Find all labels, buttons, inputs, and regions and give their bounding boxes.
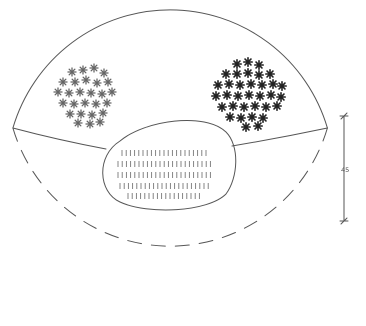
star-mark bbox=[90, 64, 98, 72]
star-mark bbox=[240, 103, 248, 111]
star-mark bbox=[278, 82, 286, 90]
star-mark bbox=[103, 99, 111, 107]
star-mark bbox=[93, 79, 101, 87]
star-mark bbox=[258, 81, 266, 89]
star-mark bbox=[223, 91, 231, 99]
star-mark bbox=[74, 119, 82, 127]
star-mark bbox=[59, 78, 67, 86]
star-mark bbox=[104, 78, 112, 86]
star-mark bbox=[226, 113, 234, 121]
star-mark bbox=[76, 88, 84, 96]
star-mark bbox=[242, 123, 250, 131]
star-mark bbox=[66, 110, 74, 118]
star-mark bbox=[98, 90, 106, 98]
star-mark bbox=[245, 91, 253, 99]
star-mark bbox=[269, 80, 277, 88]
star-mark bbox=[234, 92, 242, 100]
star-mark bbox=[237, 114, 245, 122]
star-mark bbox=[247, 80, 255, 88]
star-mark bbox=[100, 69, 108, 77]
star-mark bbox=[277, 93, 285, 101]
star-mark bbox=[267, 91, 275, 99]
star-mark bbox=[70, 100, 78, 108]
star-mark bbox=[71, 78, 79, 86]
outer-circle-upper-arc bbox=[13, 10, 328, 128]
star-mark bbox=[266, 70, 274, 78]
left-star-cluster bbox=[54, 64, 116, 128]
star-mark bbox=[79, 66, 87, 74]
star-mark bbox=[255, 61, 263, 69]
horizontal-division-line bbox=[13, 128, 106, 149]
star-mark bbox=[88, 111, 96, 119]
star-mark bbox=[229, 102, 237, 110]
star-mark bbox=[81, 99, 89, 107]
star-mark bbox=[233, 60, 241, 68]
star-mark bbox=[214, 81, 222, 89]
star-mark bbox=[65, 89, 73, 97]
star-mark bbox=[68, 68, 76, 76]
central-dash-pattern bbox=[118, 150, 210, 199]
star-mark bbox=[212, 92, 220, 100]
star-mark bbox=[54, 88, 62, 96]
star-mark bbox=[92, 100, 100, 108]
star-mark bbox=[59, 99, 67, 107]
star-mark bbox=[255, 71, 263, 79]
right-star-cluster bbox=[212, 58, 286, 131]
star-mark bbox=[108, 88, 116, 96]
dimension-marker: 45 bbox=[340, 113, 349, 224]
star-mark bbox=[96, 118, 104, 126]
star-mark bbox=[233, 70, 241, 78]
star-mark bbox=[218, 103, 226, 111]
star-mark bbox=[244, 58, 252, 66]
star-mark bbox=[87, 89, 95, 97]
star-mark bbox=[82, 76, 90, 84]
star-mark bbox=[248, 113, 256, 121]
star-mark bbox=[236, 81, 244, 89]
star-mark bbox=[222, 70, 230, 78]
star-mark bbox=[259, 114, 267, 122]
star-mark bbox=[77, 110, 85, 118]
star-mark bbox=[225, 80, 233, 88]
star-mark bbox=[251, 102, 259, 110]
dimension-label: 45 bbox=[341, 166, 349, 174]
star-mark bbox=[273, 102, 281, 110]
central-patch-outline bbox=[103, 120, 236, 210]
star-mark bbox=[86, 120, 94, 128]
star-mark bbox=[244, 69, 252, 77]
star-mark bbox=[99, 109, 107, 117]
star-mark bbox=[254, 122, 262, 130]
star-mark bbox=[262, 103, 270, 111]
star-mark bbox=[256, 92, 264, 100]
